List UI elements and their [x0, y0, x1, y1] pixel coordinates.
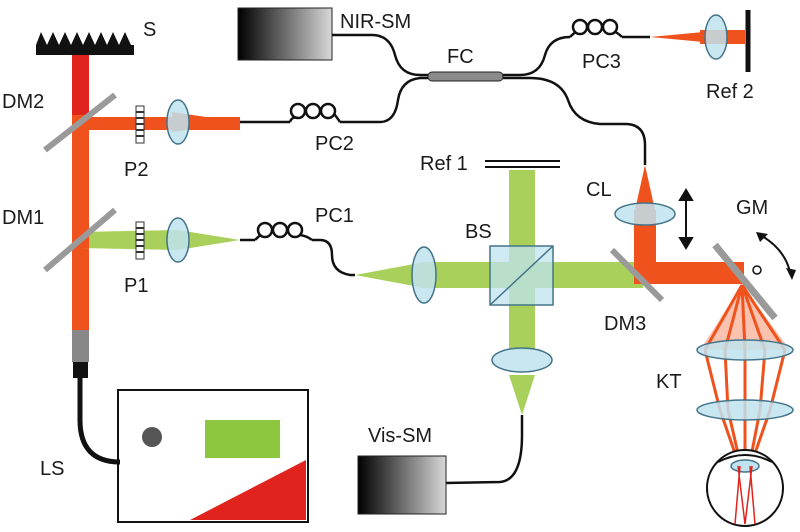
label-pc1: PC1	[315, 205, 354, 227]
label-pc3: PC3	[582, 51, 621, 73]
light-source-box	[117, 389, 309, 523]
fiber-collimator	[73, 360, 88, 378]
vis-spectrometer	[357, 455, 447, 515]
lens-vis-sm	[491, 347, 553, 373]
eye-icon	[706, 449, 784, 527]
label-ref1: Ref 1	[420, 153, 468, 175]
lens-pc1	[411, 246, 437, 304]
scan-fan	[700, 285, 790, 350]
vis-beam-dm1	[80, 230, 240, 250]
ref1-mirror	[485, 160, 560, 168]
cylindrical-lens	[614, 202, 676, 226]
source-s	[36, 32, 134, 55]
beam-splitter	[489, 245, 554, 306]
label-dm2: DM2	[2, 91, 44, 113]
label-bs: BS	[465, 221, 492, 243]
source-fiber	[77, 378, 121, 465]
label-dm1: DM1	[2, 207, 44, 229]
galvo-arrow-head-1	[756, 232, 768, 242]
label-vis-sm: Vis-SM	[368, 425, 432, 447]
label-dm3: DM3	[604, 313, 646, 335]
label-pc2: PC2	[315, 133, 354, 155]
cl-translation-arrow	[678, 188, 694, 250]
pc2-controller	[288, 102, 342, 123]
galvo-arrow-head-2	[786, 268, 796, 280]
galvo-axis	[752, 265, 762, 275]
lens-ref2	[704, 14, 728, 60]
polarizer-p2	[135, 105, 145, 144]
galvo-rotation-arrow	[761, 235, 791, 273]
label-p2: P2	[124, 159, 148, 181]
pc1-controller	[254, 221, 313, 241]
dm1-mirror	[43, 207, 117, 273]
label-p1: P1	[124, 275, 148, 297]
label-kt: KT	[656, 371, 682, 393]
nir-spectrometer	[237, 7, 333, 61]
pc3-controller	[569, 18, 623, 38]
fiber-network	[240, 33, 650, 485]
telescope-lens-1	[696, 339, 794, 361]
lens-p2	[166, 99, 190, 145]
galvo-mirror	[712, 242, 778, 321]
label-gm: GM	[736, 197, 768, 219]
fiber-coupler	[427, 71, 504, 82]
sample-beam-horizontal	[634, 262, 744, 284]
dm2-mirror	[43, 92, 117, 153]
nir-beam-top	[72, 55, 89, 115]
label-ref2: Ref 2	[706, 81, 754, 103]
label-s: S	[143, 19, 156, 41]
collimator-tube	[72, 330, 89, 362]
label-nir-sm: NIR-SM	[340, 11, 411, 33]
vis-beam-cone	[355, 262, 425, 288]
label-cl: CL	[586, 179, 612, 201]
cl-beam-cone	[635, 165, 655, 210]
label-ls: LS	[40, 458, 64, 480]
vis-beam-sm-cone	[509, 375, 535, 415]
telescope-lens-2	[696, 399, 794, 421]
lens-p1	[166, 217, 190, 263]
polarizer-p1	[135, 221, 145, 260]
dm3-mirror	[609, 247, 665, 303]
label-fc: FC	[447, 46, 474, 68]
